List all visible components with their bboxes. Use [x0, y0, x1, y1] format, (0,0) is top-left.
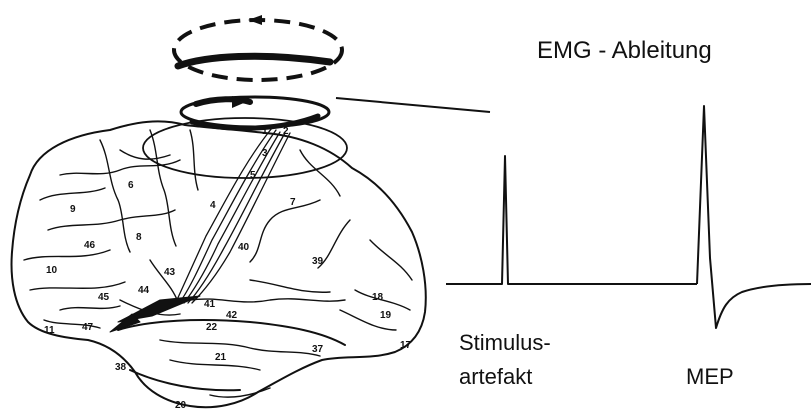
area-label-47: 47	[82, 322, 94, 333]
stimulus-artefact-label-line1: Stimulus-	[459, 330, 551, 355]
tms-coil-group	[174, 15, 490, 128]
area-label-3: 3	[262, 148, 268, 159]
coil-dashed-upper-loop	[174, 20, 342, 80]
area-label-5: 5	[250, 170, 256, 181]
area-label-46: 46	[84, 240, 96, 251]
area-label-18: 18	[372, 292, 384, 303]
mep-label: MEP	[686, 364, 734, 389]
area-label-17: 17	[400, 340, 412, 351]
emg-trace	[446, 106, 811, 328]
area-label-20: 20	[175, 400, 187, 411]
area-label-4: 4	[210, 200, 216, 211]
area-label-45: 45	[98, 292, 110, 303]
area-label-42: 42	[226, 310, 238, 321]
temporal-lobe-outline	[118, 320, 345, 345]
area-label-7: 7	[290, 197, 296, 208]
stimulus-artefact-label-line2: artefakt	[459, 364, 532, 389]
coil-upper-arrow-icon	[248, 15, 262, 25]
area-label-38: 38	[115, 362, 127, 373]
area-label-19: 19	[380, 310, 392, 321]
area-label-1: 1	[262, 126, 268, 137]
area-label-37: 37	[312, 344, 324, 355]
brain-illustration	[12, 118, 426, 407]
brodmann-area-labels: 1 2 3 4 5 6 7 8 9 10 11 17 18 19 20 21 2…	[44, 126, 412, 411]
area-label-9: 9	[70, 204, 76, 215]
area-label-6: 6	[128, 180, 134, 191]
emg-baseline-and-stimulus-artefact	[446, 156, 697, 284]
area-label-22: 22	[206, 322, 218, 333]
area-label-41: 41	[204, 299, 216, 310]
area-label-44: 44	[138, 285, 150, 296]
coil-upper-thick-arc	[178, 56, 330, 66]
area-label-21: 21	[215, 352, 227, 363]
area-label-10: 10	[46, 265, 58, 276]
brain-outline	[12, 121, 426, 407]
coil-to-emg-connector-line	[336, 98, 490, 112]
area-label-43: 43	[164, 267, 176, 278]
area-label-8: 8	[136, 232, 142, 243]
area-label-2: 2	[283, 126, 289, 137]
area-label-11: 11	[44, 325, 55, 336]
mep-waveform	[697, 106, 811, 328]
emg-title: EMG - Ableitung	[537, 37, 712, 64]
area-label-39: 39	[312, 256, 324, 267]
area-label-40: 40	[238, 242, 250, 253]
